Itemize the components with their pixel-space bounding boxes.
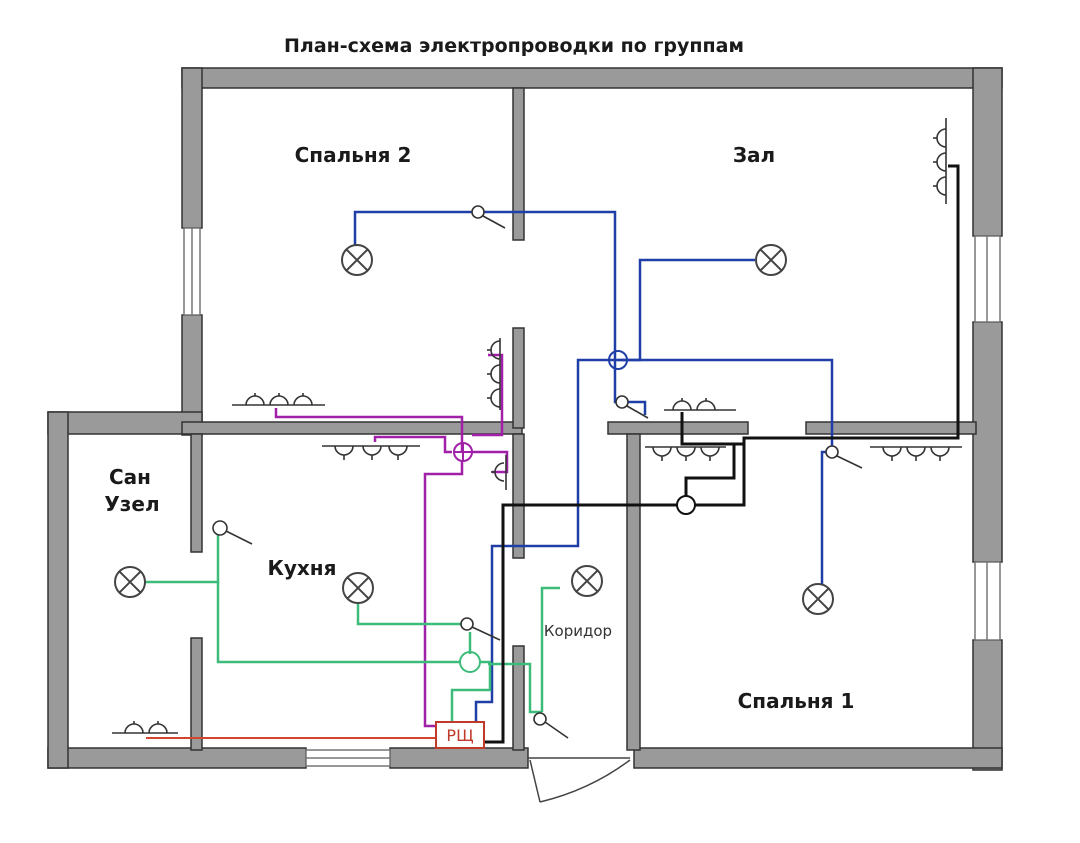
socket-group-icon-bedroom2-right: [486, 338, 501, 410]
socket-group-icon-bedroom1-left: [645, 446, 726, 462]
switch-icon-bedroom1: [825, 445, 863, 469]
diagram-title: План-схема электропроводки по группам: [284, 35, 744, 57]
socket-group-icon-bedroom1-right: [870, 446, 962, 462]
junction-box-icon-kitchen-top: [453, 442, 473, 462]
wiring-black-group: [484, 164, 960, 744]
wiring-blue-group: [353, 210, 834, 726]
lamp-icon-kitchen: [342, 572, 374, 604]
switch-icon-hall: [615, 395, 649, 419]
entrance-door: [528, 757, 631, 803]
panel-box-icon: РЩ: [435, 721, 485, 749]
socket-group-icon-kitchen-right: [490, 455, 507, 490]
room-label-corridor: Коридор: [544, 622, 612, 640]
wiring-purple-group: [274, 353, 509, 728]
room-label-bathroom-line1: Сан: [109, 465, 151, 489]
socket-group-icon-bathroom: [112, 720, 178, 734]
socket-group-icon-kitchen-top: [322, 445, 420, 461]
windows: [183, 227, 1001, 767]
lamp-icon-corridor: [571, 565, 603, 597]
room-label-kitchen: Кухня: [268, 556, 337, 580]
switch-icon-bedroom2: [471, 205, 506, 229]
room-label-bathroom-line2: Узел: [104, 492, 159, 516]
room-label-hall: Зал: [733, 143, 775, 167]
junction-box-icon-hall: [608, 350, 628, 370]
room-label-bedroom1: Спальня 1: [738, 689, 855, 713]
wiring-green-group: [145, 532, 560, 726]
switch-icon-bathroom: [212, 520, 253, 545]
room-label-bedroom2: Спальня 2: [295, 143, 412, 167]
socket-group-icon-hall-bottom: [664, 397, 736, 411]
junction-box-icon-corridor: [676, 495, 696, 515]
walls: [47, 67, 1003, 771]
lamp-icon-bedroom1: [802, 583, 834, 615]
lamp-icon-bathroom: [114, 566, 146, 598]
lamp-icon-hall: [755, 244, 787, 276]
socket-group-icon-hall-right: [932, 118, 947, 204]
lamp-icon-bedroom2: [341, 244, 373, 276]
switch-icon-kitchen: [460, 617, 501, 641]
socket-group-icon-bedroom2-bottom: [232, 392, 325, 406]
junction-box-icon-kitchen-bottom: [459, 651, 481, 673]
switch-icon-corridor: [533, 712, 569, 739]
panel-label: РЩ: [446, 726, 473, 745]
